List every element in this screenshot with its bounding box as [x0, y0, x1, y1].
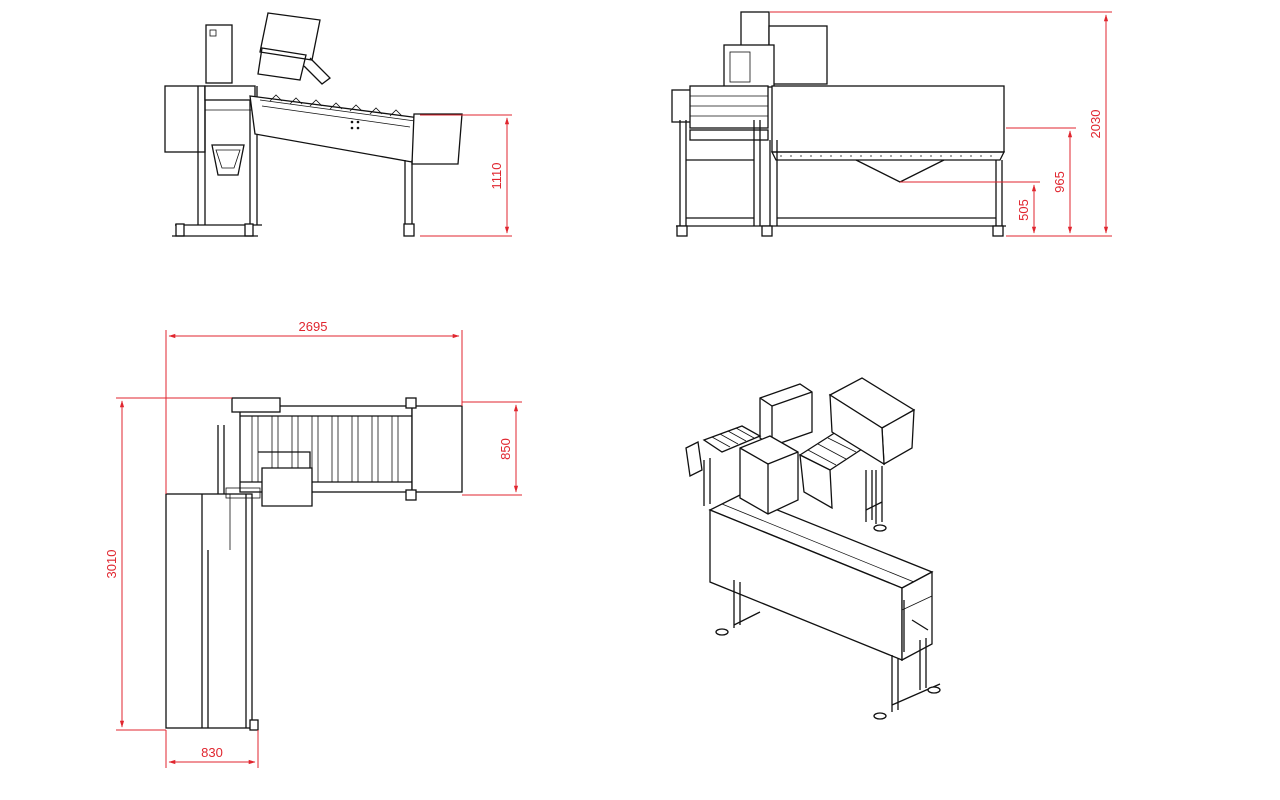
- dimension-850: 850: [462, 401, 522, 496]
- top-view: [165, 397, 463, 731]
- side-view-left: [164, 12, 463, 237]
- dim-label-2030: 2030: [1088, 110, 1103, 139]
- dim-label-850: 850: [498, 438, 513, 460]
- dim-label-965: 965: [1052, 171, 1067, 193]
- dimension-1110: 1110: [420, 114, 512, 237]
- dimension-965: 965: [1006, 127, 1076, 234]
- dim-label-2695: 2695: [299, 319, 328, 334]
- dimension-2695: 2695: [165, 319, 463, 494]
- dim-label-505: 505: [1016, 199, 1031, 221]
- dimension-3010: 3010: [104, 397, 232, 731]
- dimension-830: 830: [165, 730, 259, 768]
- dim-label-830: 830: [201, 745, 223, 760]
- dim-label-3010: 3010: [104, 550, 119, 579]
- isometric-view: [685, 377, 941, 720]
- dimension-505: 505: [900, 181, 1040, 234]
- dimension-2030: 2030: [770, 11, 1112, 237]
- side-view-right: [671, 11, 1006, 237]
- dim-label-1110: 1110: [489, 163, 504, 190]
